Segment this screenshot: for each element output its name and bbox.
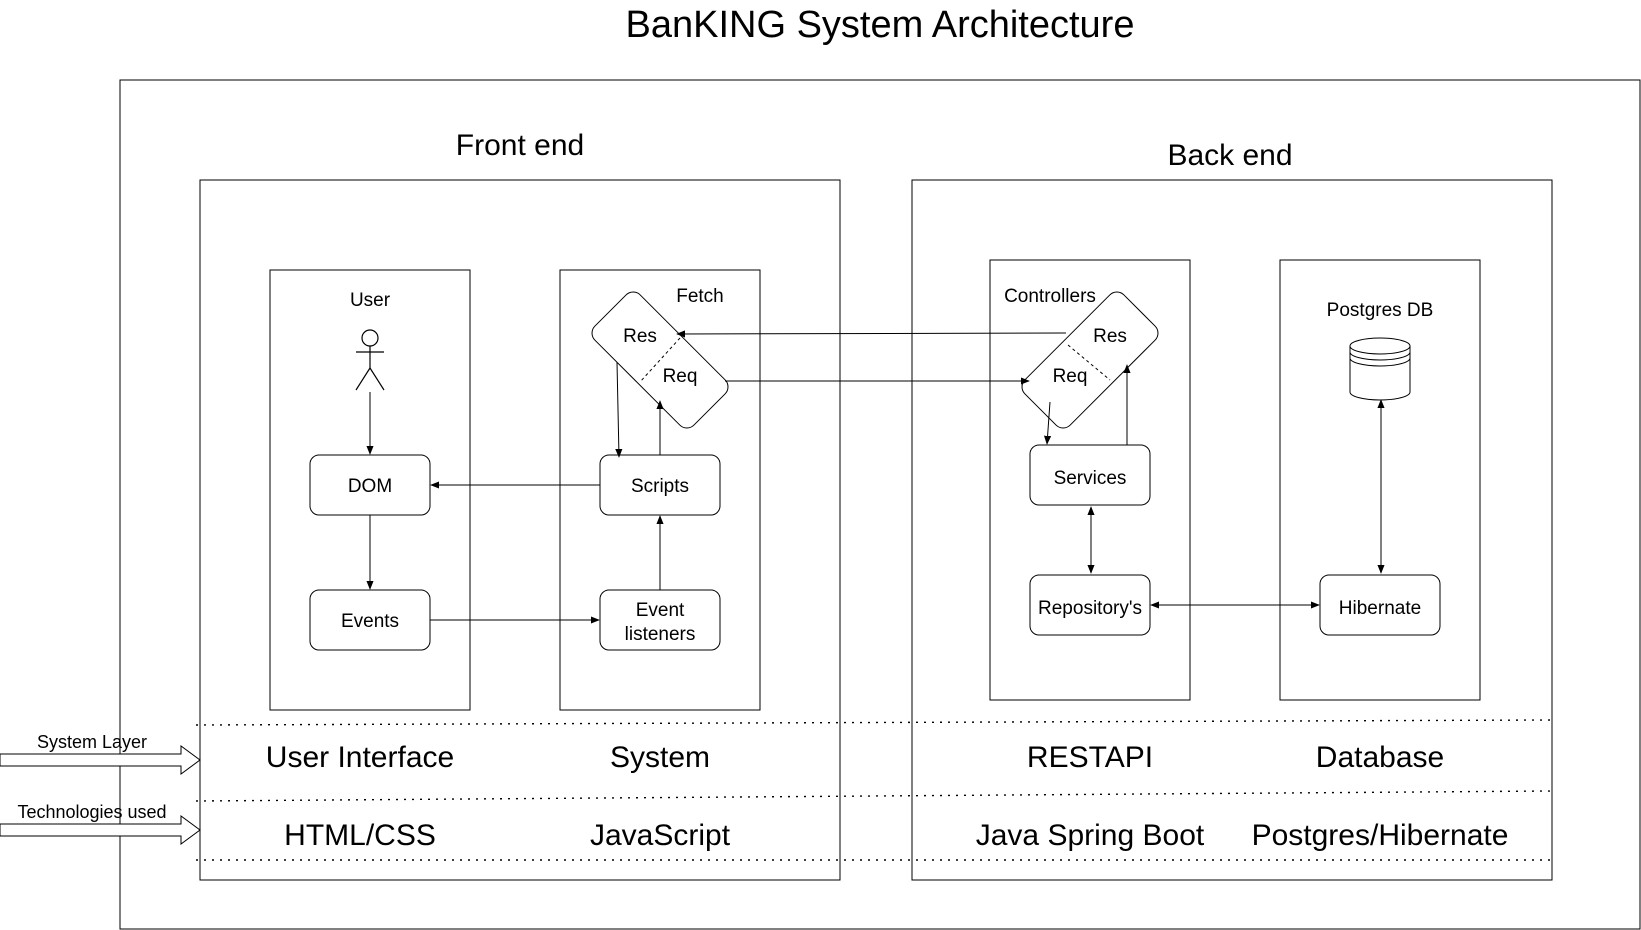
user-panel (269, 269, 471, 711)
repositories-node (1029, 574, 1151, 636)
repositories-label: Repository's (1038, 598, 1142, 619)
fetch-panel (559, 269, 761, 711)
frontend-title: Front end (456, 129, 584, 162)
user-actor-icon (355, 329, 385, 391)
scripts-label: Scripts (631, 476, 689, 497)
layer-database: Database (1316, 741, 1444, 774)
layer-user-interface: User Interface (266, 741, 454, 774)
services-label: Services (1054, 468, 1127, 489)
tech-postgres-hibernate: Postgres/Hibernate (1252, 819, 1509, 852)
frontend-container (199, 179, 841, 881)
postgres-panel-label: Postgres DB (1327, 300, 1434, 321)
fetch-req-label: Req (663, 366, 698, 387)
controllers-req-label: Req (1053, 366, 1088, 387)
fetch-res-label: Res (623, 326, 657, 347)
layer-separator-middle (195, 790, 1553, 802)
technologies-used-arrow-icon (0, 815, 201, 845)
tech-html-css: HTML/CSS (284, 819, 436, 852)
arrow-controllers-res-to-fetch (676, 330, 1067, 338)
event-listeners-label-line1: Event (636, 600, 685, 621)
arrow-res-to-scripts (615, 361, 623, 458)
dom-label: DOM (348, 476, 392, 497)
database-icon (1349, 337, 1411, 401)
arrow-req-to-services (1043, 401, 1052, 445)
layer-separator-top (195, 719, 1553, 726)
hibernate-label: Hibernate (1339, 598, 1421, 619)
controllers-res-req-shape (1021, 291, 1159, 429)
system-layer-label: System Layer (37, 732, 147, 752)
layer-system: System (610, 741, 710, 774)
backend-title: Back end (1167, 139, 1292, 172)
event-listeners-label-line2: listeners (625, 624, 696, 645)
layer-restapi: RESTAPI (1027, 741, 1153, 774)
outer-frame (119, 79, 1641, 930)
controllers-panel-label: Controllers (1004, 286, 1096, 307)
tech-java-spring-boot: Java Spring Boot (976, 819, 1205, 852)
postgres-panel (1279, 259, 1481, 701)
events-label: Events (341, 611, 399, 632)
diagram-title: BanKING System Architecture (626, 4, 1135, 46)
controllers-panel (989, 259, 1191, 701)
fetch-panel-label: Fetch (676, 286, 724, 307)
fetch-divider (639, 337, 681, 383)
hibernate-node (1319, 574, 1441, 636)
system-layer-arrow-icon (0, 745, 201, 775)
services-node (1029, 444, 1151, 506)
user-panel-label: User (350, 290, 391, 311)
backend-container (911, 179, 1553, 881)
technologies-used-label: Technologies used (17, 802, 166, 822)
controllers-res-label: Res (1093, 326, 1127, 347)
tech-javascript: JavaScript (590, 819, 731, 852)
